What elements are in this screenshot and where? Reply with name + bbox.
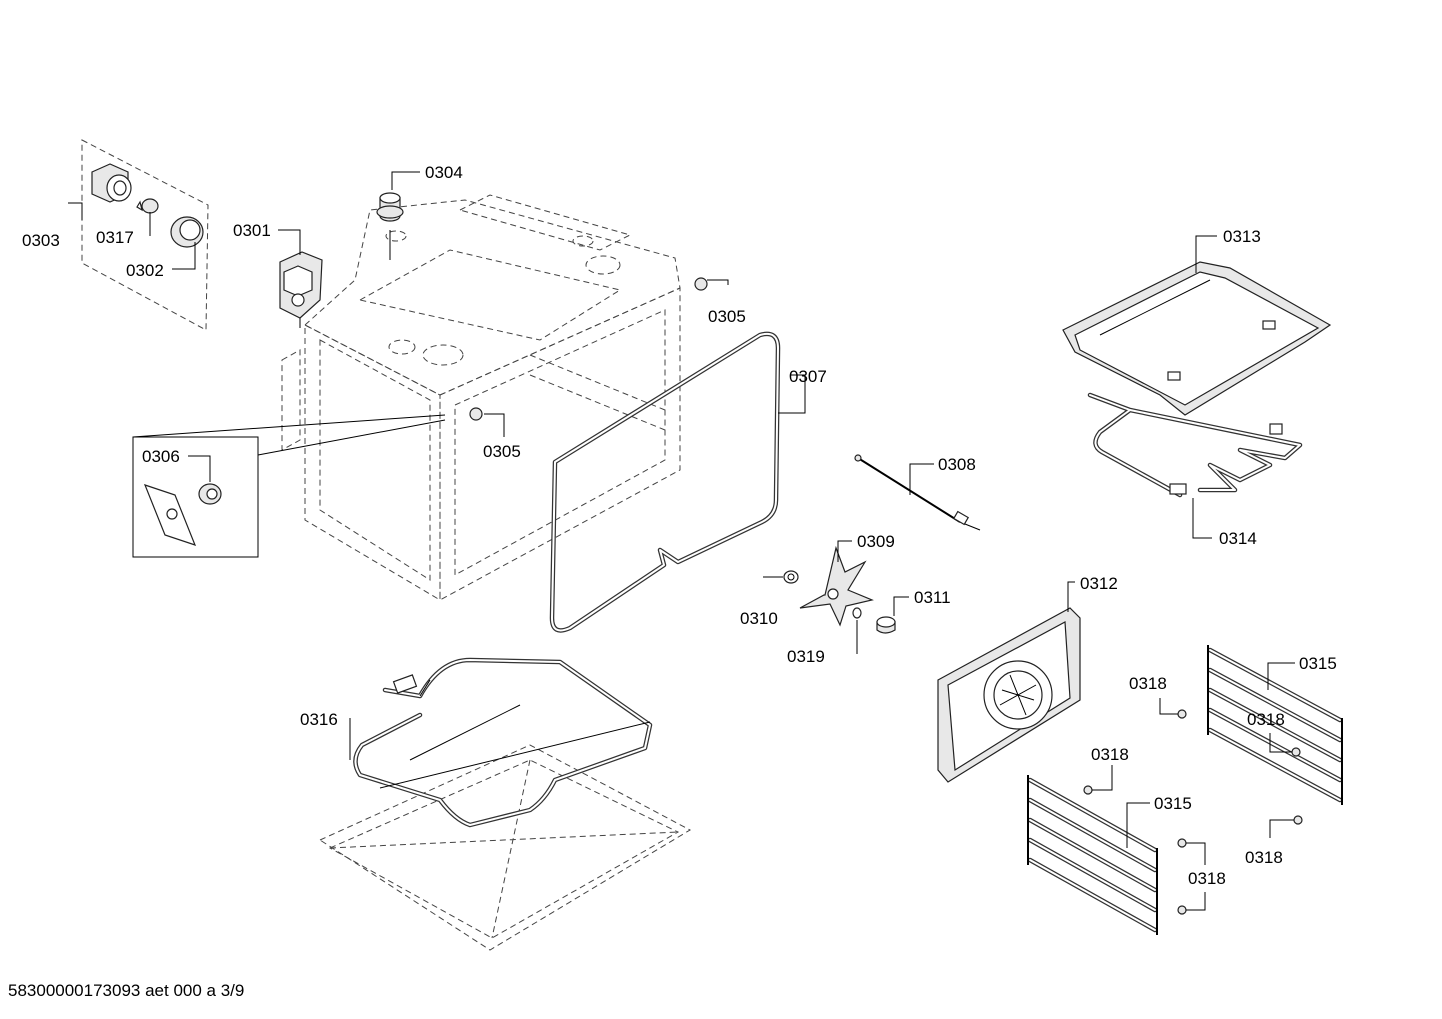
detail-box-0306 [132, 414, 446, 558]
label-0313: 0313 [1223, 227, 1261, 246]
label-0310: 0310 [740, 609, 778, 628]
label-0303: 0303 [22, 231, 60, 250]
top-heater-part [1062, 261, 1332, 498]
vent-socket-part [376, 192, 404, 260]
label-0302: 0302 [126, 261, 164, 280]
label-0301: 0301 [233, 221, 271, 240]
rear-panel-part [937, 607, 1081, 783]
lamp-assembly [81, 139, 209, 331]
label-0304: 0304 [425, 163, 463, 182]
label-0308: 0308 [938, 455, 976, 474]
oven-cavity [281, 194, 681, 601]
label-0319: 0319 [787, 647, 825, 666]
bottom-heater-part [318, 657, 692, 951]
label-0309: 0309 [857, 532, 895, 551]
document-footer-id: 58300000173093 aet 000 a 3/9 [8, 981, 245, 1000]
screw-cap-parts [469, 277, 708, 421]
label-0306: 0306 [142, 447, 180, 466]
side-rack-left [1027, 775, 1158, 935]
label-0318-c: 0318 [1091, 745, 1129, 764]
label-0315-left: 0315 [1154, 794, 1192, 813]
label-0305-top: 0305 [708, 307, 746, 326]
label-0318-b: 0318 [1247, 710, 1285, 729]
part-labels: 0303 0317 0302 0301 0304 0305 0305 0306 … [22, 163, 1337, 888]
label-0317: 0317 [96, 228, 134, 247]
fan-wheel-part [783, 545, 896, 634]
label-0318-e: 0318 [1245, 848, 1283, 867]
label-0314: 0314 [1219, 529, 1257, 548]
label-0318-a: 0318 [1129, 674, 1167, 693]
label-0312: 0312 [1080, 574, 1118, 593]
side-rack-right [1207, 645, 1343, 805]
fan-motor-part [279, 251, 323, 328]
door-seal-part [549, 331, 781, 633]
label-0307: 0307 [789, 367, 827, 386]
label-0318-d: 0318 [1188, 869, 1226, 888]
temperature-sensor-part [854, 454, 981, 531]
leader-lines [68, 171, 1295, 911]
label-0311: 0311 [914, 588, 951, 607]
label-0305-bottom: 0305 [483, 442, 521, 461]
label-0315-right: 0315 [1299, 654, 1337, 673]
label-0316: 0316 [300, 710, 338, 729]
